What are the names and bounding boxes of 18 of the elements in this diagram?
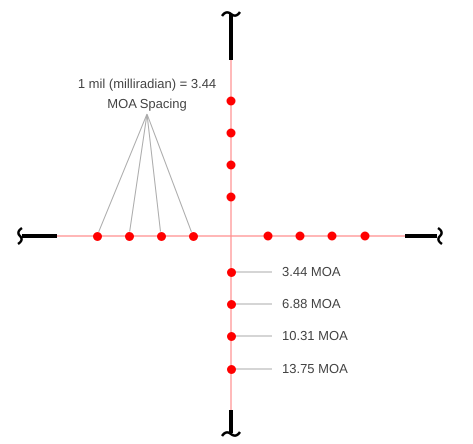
reticle-dot <box>156 232 166 240</box>
measurement-label: 6.88 MOA <box>272 294 341 314</box>
reticle-dot <box>226 268 236 276</box>
reticle-dot <box>226 364 236 374</box>
reticle-dot <box>188 232 198 240</box>
leader-line <box>98 114 148 232</box>
measurement-label: 10.31 MOA <box>272 326 348 346</box>
leader-line <box>146 114 161 232</box>
reticle-dot <box>92 232 102 240</box>
measurement-label: 13.75 MOA <box>272 359 348 379</box>
measurement-label: 3.44 MOA <box>272 262 341 282</box>
leader-line <box>235 368 272 370</box>
leader-line <box>146 114 192 232</box>
callout-text: 1 mil (milliradian) = 3.44 MOA Spacing <box>62 74 232 114</box>
reticle-dot <box>124 232 134 240</box>
reticle-dot <box>226 300 236 308</box>
leader-line <box>129 114 148 232</box>
reticle-dot <box>226 332 236 340</box>
